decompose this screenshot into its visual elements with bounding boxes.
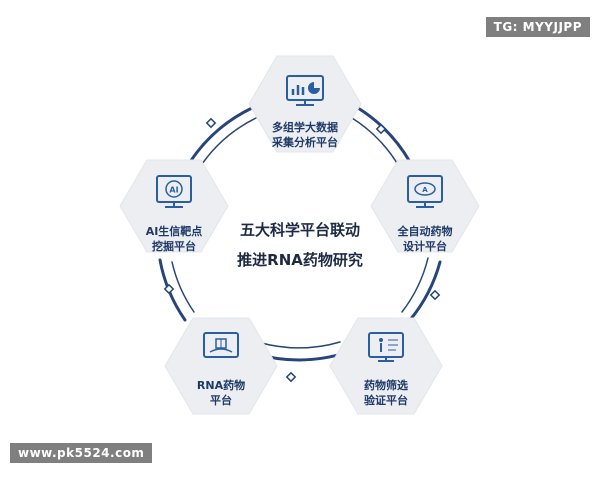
ai-design-monitor-icon: A xyxy=(407,175,443,208)
platform-label-line: 采集分析平台 xyxy=(272,136,338,149)
platform-label-line: 多组学大数据 xyxy=(272,121,338,134)
drug-screening-monitor-icon xyxy=(368,332,404,362)
ring-marker xyxy=(163,283,175,295)
platform-label-line: 平台 xyxy=(210,394,232,407)
ring-arc-top-right xyxy=(356,106,412,164)
platform-label-line: 设计平台 xyxy=(403,240,447,253)
center-title: 五大科学平台联动 xyxy=(239,221,360,239)
ring-marker xyxy=(285,371,297,383)
rna-drug-monitor-icon xyxy=(203,332,239,358)
bar-chart-monitor-icon xyxy=(286,75,324,106)
hexagon-drug-screening xyxy=(329,317,443,415)
platform-label-line: RNA药物 xyxy=(196,379,246,392)
watermark-top-right: TG: MYYJJPP xyxy=(485,17,590,37)
platform-label-line: 验证平台 xyxy=(364,394,408,407)
ring-marker xyxy=(429,289,441,301)
ring-markers xyxy=(163,117,441,383)
platform-label-line: 药物筛选 xyxy=(364,379,408,392)
platform-label-line: AI生信靶点 xyxy=(145,225,203,238)
ring-arc-left-inner xyxy=(171,261,195,313)
platform-label-line: 全自动药物 xyxy=(397,225,453,238)
ai-target-monitor-icon: AI xyxy=(156,175,192,208)
ring-arc-bottom-inner xyxy=(257,341,341,349)
platform-label-rna-drug: RNA药物 平台 xyxy=(161,378,281,408)
ring-marker xyxy=(205,117,217,129)
ring-arc-top-left xyxy=(188,106,254,164)
svg-text:AI: AI xyxy=(169,186,178,195)
svg-text:A: A xyxy=(422,186,428,194)
platform-label-omics: 多组学大数据 采集分析平台 xyxy=(245,120,365,150)
ring-arc-right-inner xyxy=(401,257,429,313)
platform-label-drug-screening: 药物筛选 验证平台 xyxy=(326,378,446,408)
watermark-bottom-left: www.pk5524.com xyxy=(10,443,153,463)
platform-label-ai-target: AI生信靶点 挖掘平台 xyxy=(114,224,234,254)
ring-marker xyxy=(375,123,387,135)
center-subtitle: 推进RNA药物研究 xyxy=(237,251,363,269)
hexagon-rna-drug xyxy=(164,317,278,415)
platform-label-drug-design: 全自动药物 设计平台 xyxy=(365,224,485,254)
platform-label-line: 挖掘平台 xyxy=(152,240,196,253)
ring-arc-right xyxy=(408,260,442,322)
